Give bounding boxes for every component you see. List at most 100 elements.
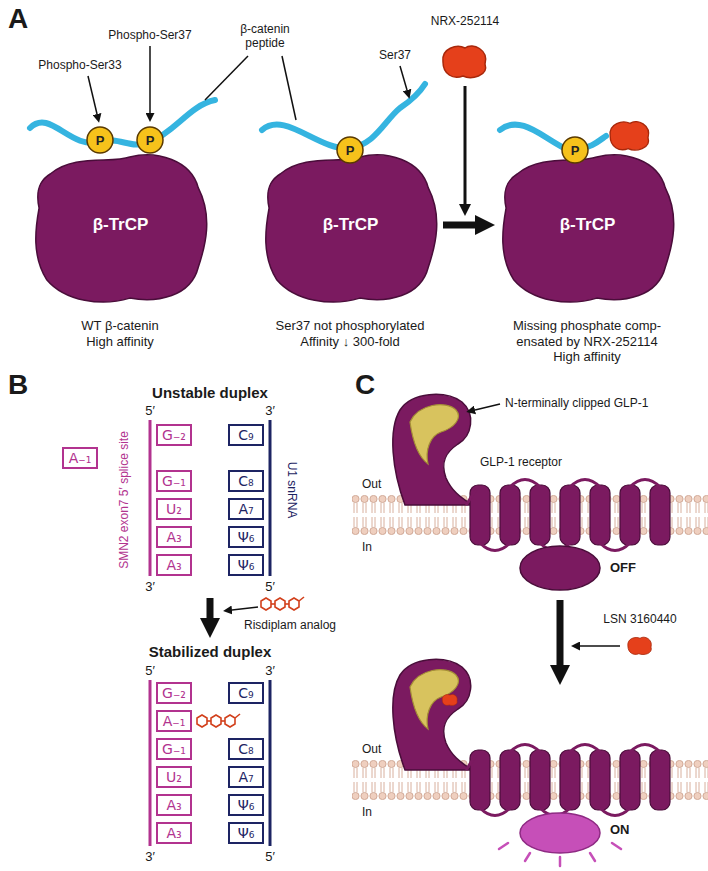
node-text: A₇ [238,769,253,785]
node-text: A₃ [166,797,181,813]
leader-line [88,46,407,120]
node-text: Ψ₆ [238,529,255,545]
caption: Missing phosphate comp- ensated by NRX-2… [506,318,668,365]
nucleotide-box: Ψ₆ [228,526,264,548]
panel-letter: C [355,368,375,402]
nucleotide-box: Ψ₆ [228,822,264,844]
nucleotide-box: A₇ [228,498,264,520]
nucleotide-box: C₈ [228,470,264,492]
duplex-title-holder: Stabilized duplex [149,643,272,661]
compound-name-holder: Risdiplam analog [244,618,336,632]
node-text: G₋₂ [162,685,186,701]
compound-name-holder: LSN 3160440 [603,612,676,626]
side-label: Out [362,742,381,756]
callout: GLP-1 receptor [480,455,562,469]
risdiplam-molecule [261,597,304,610]
caption: WT β-catenin High affinity [70,318,170,349]
duplex-title: Stabilized duplex [149,643,272,661]
nucleotide-box: A₃ [156,554,192,576]
state-label-holder: OFF [610,560,636,576]
strand-name-holder: SMN2 exon7 5′ splice site [117,431,131,569]
node-text: U₂ [166,769,182,785]
strand-name-holder: U1 snRNA [285,462,299,519]
side-label-holder: Out [362,477,381,491]
node-text: A₃ [166,825,181,841]
nucleotide-box: G₋₂ [156,682,192,704]
callout: Ser37 [379,48,411,62]
nrx-molecule [443,46,486,78]
side-label-holder: In [362,540,372,554]
node-text: G₋₂ [162,427,186,443]
node-text: P [96,133,105,148]
panel-letter: A [8,2,28,36]
panel-letter-holder: B [8,368,28,402]
callout-holder: Phospho-Ser33 [38,58,121,72]
node-text: Ψ₆ [238,797,255,813]
strand-name: SMN2 exon7 5′ splice site [117,431,131,569]
strand-end: 5′ [145,403,155,419]
active-domain [520,813,600,853]
node-text: P [146,133,155,148]
nucleotide-box: C₉ [228,424,264,446]
node-text: G₋₁ [162,473,186,489]
caption-holder: Missing phosphate comp- ensated by NRX-2… [506,318,668,365]
node-text: A₋₁ [69,450,92,466]
nucleotide-box: C₉ [228,682,264,704]
node-text: A₃ [166,557,181,573]
caption-holder: WT β-catenin High affinity [70,318,170,349]
strand-end-holder: 3′ [265,663,275,679]
node-text: C₈ [238,741,253,757]
big-arrow [207,598,214,618]
strand-end: 5′ [265,579,275,595]
node-text: Ψ₆ [238,825,255,841]
nucleotide-box: U₂ [156,766,192,788]
caption: Ser37 not phosphorylated Affinity ↓ 300-… [268,318,433,349]
compound-name-holder: NRX-252114 [431,14,499,28]
state-label-holder: ON [610,822,630,838]
protein-blob: β-TrCP [28,140,213,310]
arrow [475,404,500,410]
arrow [232,607,258,610]
side-label: In [362,540,372,554]
node-text: G₋₁ [162,741,186,757]
nucleotide-box: Ψ₆ [228,554,264,576]
phosphate-circle: P [86,126,114,154]
strand-end: 5′ [265,849,275,865]
phosphate-circle: P [136,126,164,154]
nucleotide-box: A₃ [156,526,192,548]
glp1-receptor [352,659,708,815]
strand-end: 3′ [145,849,155,865]
side-label: In [362,805,372,819]
glp1-receptor [352,394,708,550]
nucleotide-box: C₈ [228,738,264,760]
node-text: Ψ₆ [238,557,255,573]
nucleotide-box: G₋₂ [156,424,192,446]
phosphate-circle: P [336,136,364,164]
callout: Phospho-Ser37 [108,28,191,42]
node-text: U₂ [166,501,182,517]
phosphate-circle: P [561,136,589,164]
panel-letter: B [8,368,28,402]
callout: β-catenin peptide [225,22,305,51]
duplex-title: Unstable duplex [152,384,268,402]
node-text: A₃ [166,529,181,545]
panel-letter-holder: A [8,2,28,36]
big-arrow [557,600,564,665]
node-text: P [571,143,580,158]
nrx-molecule [610,122,649,150]
side-label: Out [362,477,381,491]
risdiplam-molecule [197,714,240,727]
state-label: ON [610,822,630,838]
protein-blob: β-TrCP [258,140,443,310]
state-label: OFF [610,560,636,576]
intracellular-domain [520,546,600,590]
callout: Phospho-Ser33 [38,58,121,72]
nucleotide-box: U₂ [156,498,192,520]
strand-end-holder: 3′ [265,403,275,419]
callout-holder: N-terminally clipped GLP-1 [505,396,648,410]
nucleotide-box: A₇ [228,766,264,788]
strand-end-holder: 3′ [145,579,155,595]
